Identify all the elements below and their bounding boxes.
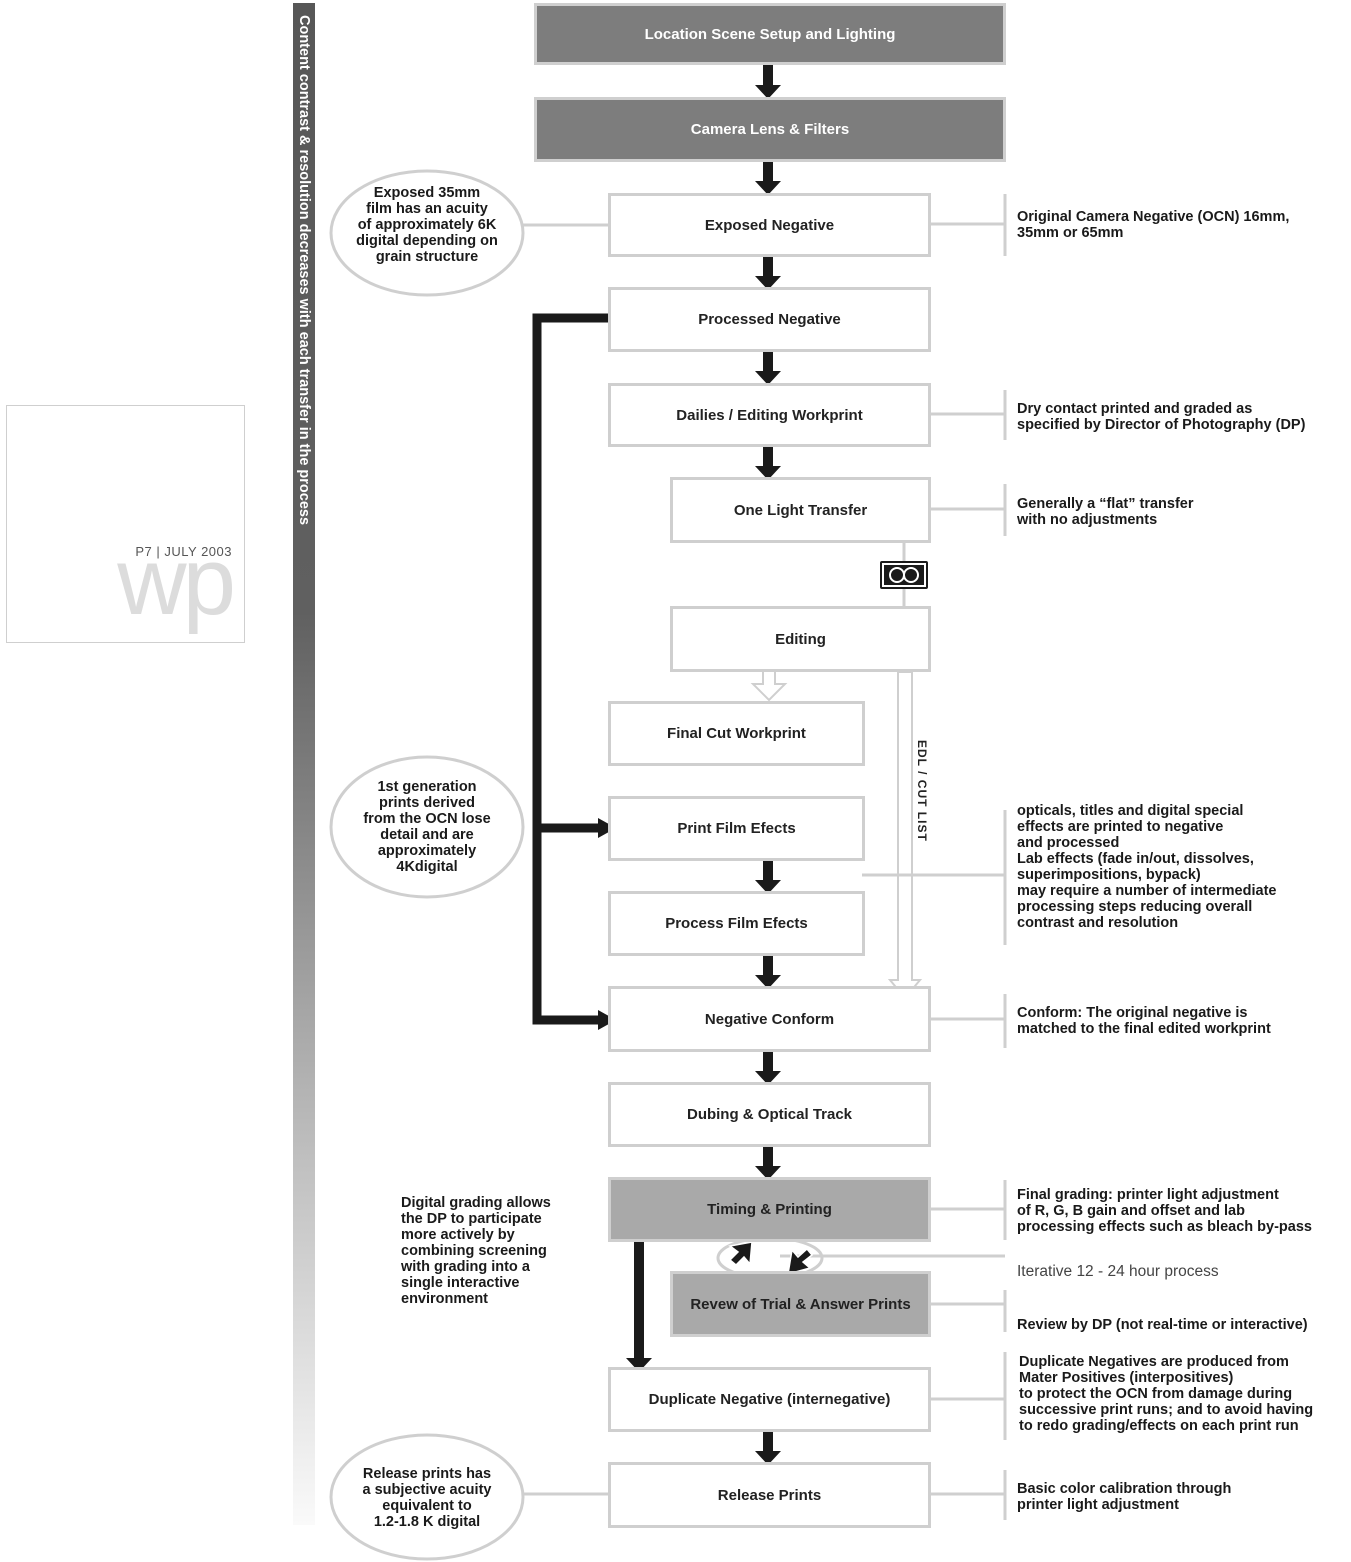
tape-icon <box>880 561 928 589</box>
ellipse-connectors <box>522 223 608 1496</box>
box-dubing: Dubing & Optical Track <box>608 1082 931 1147</box>
note-flat-transfer: Generally a “flat” transfer with no adju… <box>1017 496 1194 528</box>
box-camera-lens: Camera Lens & Filters <box>534 97 1006 162</box>
note-final-grading: Final grading: printer light adjustment … <box>1017 1187 1312 1235</box>
box-exposed-negative: Exposed Negative <box>608 193 931 257</box>
box-editing: Editing <box>670 606 931 672</box>
box-location-scene: Location Scene Setup and Lighting <box>534 3 1006 65</box>
arrow-11-12 <box>755 1049 781 1085</box>
box-processed-negative: Processed Negative <box>608 287 931 352</box>
note-dry-contact: Dry contact printed and graded as specif… <box>1017 401 1306 433</box>
note-review-dp: Review by DP (not real-time or interacti… <box>1017 1317 1308 1333</box>
note-conform: Conform: The original negative is matche… <box>1017 1005 1271 1037</box>
box-process-film: Process Film Efects <box>608 891 865 956</box>
flow-arrows <box>626 63 781 1465</box>
box-final-cut: Final Cut Workprint <box>608 701 865 766</box>
box-negative-conform: Negative Conform <box>608 986 931 1052</box>
arrow-9-10 <box>755 858 781 894</box>
page-card: wp P7 | JULY 2003 <box>6 405 245 643</box>
note-opticals: opticals, titles and digital special eff… <box>1017 803 1277 931</box>
arrow-10-11 <box>755 953 781 989</box>
sidebar-gradient-bar <box>293 3 315 1525</box>
arrow-5-6 <box>755 444 781 480</box>
note-calibration: Basic color calibration through printer … <box>1017 1481 1232 1513</box>
box-timing-printing: Timing & Printing <box>608 1177 931 1242</box>
box-print-film: Print Film Efects <box>608 796 865 861</box>
wp-logo: wp <box>117 528 236 635</box>
arrow-3-4 <box>755 254 781 290</box>
box-dailies: Dailies / Editing Workprint <box>608 383 931 447</box>
ellipse-note-release: Release prints has a subjective acuity e… <box>362 1466 492 1530</box>
arrow-4-5 <box>755 349 781 385</box>
box-release-prints: Release Prints <box>608 1462 931 1528</box>
left-bracket <box>532 313 608 1025</box>
box-review-prints: Revew of Trial & Answer Prints <box>670 1271 931 1337</box>
ellipse-note-first-gen: 1st generation prints derived from the O… <box>363 779 491 875</box>
box-duplicate-negative: Duplicate Negative (internegative) <box>608 1367 931 1432</box>
box-one-light: One Light Transfer <box>670 477 931 543</box>
arrow-15-16 <box>755 1429 781 1465</box>
arrow-1-2 <box>755 63 781 99</box>
ellipse-shapes <box>329 169 525 1561</box>
page-date: P7 | JULY 2003 <box>135 544 232 559</box>
ellipse-note-exposed: Exposed 35mm film has an acuity of appro… <box>356 185 498 265</box>
arrow-12-13 <box>755 1144 781 1180</box>
note-brackets <box>780 194 1007 1520</box>
note-iterative: Iterative 12 - 24 hour process <box>1017 1263 1219 1280</box>
arrow-2-3 <box>755 159 781 195</box>
note-duplicate: Duplicate Negatives are produced from Ma… <box>1019 1354 1314 1434</box>
note-ocn: Original Camera Negative (OCN) 16mm, 35m… <box>1017 209 1290 241</box>
bracket-heads <box>598 818 616 1030</box>
arrow-13-15 <box>626 1238 652 1372</box>
digital-grading-note: Digital grading allows the DP to partici… <box>401 1195 551 1307</box>
